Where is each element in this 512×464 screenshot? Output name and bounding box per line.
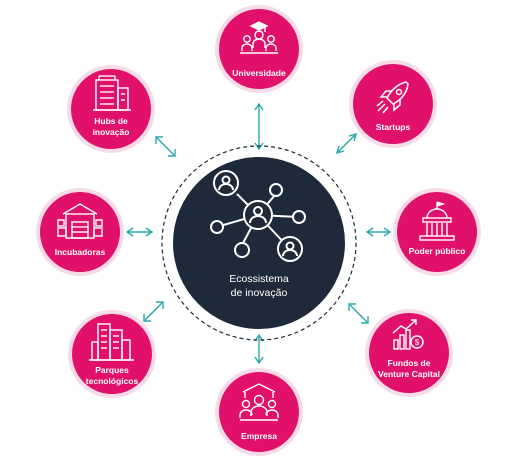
node-label-universidade-1: Universidade [232, 68, 286, 78]
connector-incubadoras [125, 227, 154, 237]
office-building-icon [93, 75, 131, 111]
graduation-people-icon [240, 21, 278, 54]
center-circle [173, 157, 345, 329]
connector-fundos-vc [348, 303, 369, 324]
node-parques: Parques tecnológicos [68, 310, 156, 398]
connectors [125, 102, 392, 365]
node-label-poder-publico-1: Poder público [409, 246, 466, 256]
center-label-line-2: de inovação [231, 287, 288, 299]
growth-chart-dollar-icon: $ [392, 319, 424, 350]
center-label-line-1: Ecossistema [229, 273, 289, 285]
node-label-parques-2: tecnológicos [86, 376, 139, 386]
city-buildings-icon [89, 323, 134, 361]
government-building-icon [419, 201, 455, 241]
node-hubs: Hubs de inovação [67, 65, 155, 153]
dashed-ring [161, 145, 357, 341]
node-label-fundos-vc-2: Venture Capital [378, 369, 440, 379]
business-team-icon [239, 383, 279, 421]
node-label-hubs-1: Hubs de [94, 116, 128, 126]
warehouse-boxes-icon [57, 203, 103, 239]
node-poder-publico: Poder público [393, 188, 481, 276]
center-hub: Ecossistema de inovação [161, 145, 357, 341]
connector-empresa [254, 333, 264, 365]
node-label-startups-1: Startups [376, 122, 411, 132]
node-incubadoras: Incubadoras [36, 188, 124, 276]
connector-hubs [155, 136, 176, 157]
connector-startups [335, 132, 358, 155]
node-label-hubs-2: inovação [93, 127, 130, 137]
node-label-incubadoras-1: Incubadoras [55, 247, 106, 257]
connector-universidade [254, 102, 264, 151]
node-label-parques-1: Parques [95, 365, 129, 375]
svg-text:$: $ [415, 338, 420, 347]
node-empresa: Empresa [215, 368, 303, 456]
node-label-empresa-1: Empresa [241, 431, 277, 441]
connector-poder-publico [365, 227, 392, 237]
node-label-fundos-vc-1: Fundos de [388, 358, 431, 368]
rocket-icon [376, 81, 409, 114]
node-fundos-vc: $ Fundos de Venture Capital [365, 309, 453, 397]
node-startups: Startups [349, 60, 437, 148]
network-people-icon [210, 170, 306, 262]
connector-parques [143, 301, 164, 322]
node-universidade: Universidade [215, 5, 303, 93]
